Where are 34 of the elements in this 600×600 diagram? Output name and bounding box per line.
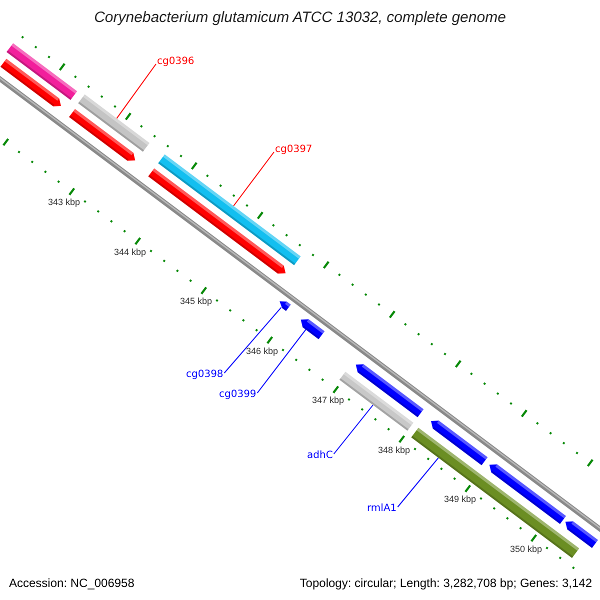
info-text: Topology: circular; Length: 3,282,708 bp; Genes: 3,142 <box>300 576 592 591</box>
gene-bar <box>158 154 301 266</box>
gene-bar <box>6 43 78 100</box>
scale-label: 349 kbp <box>444 494 476 504</box>
gene-feature <box>0 58 61 107</box>
gene-feature <box>69 109 136 161</box>
gene-label: cg0397 <box>275 144 312 156</box>
scale-label: 343 kbp <box>48 197 80 207</box>
title: Corynebacterium glutamicum ATCC 13032, complete genome <box>93 9 507 26</box>
gene-feature <box>279 301 291 311</box>
gene-label: cg0396 <box>157 56 194 68</box>
leader-line <box>116 64 156 119</box>
gene-feature <box>565 521 598 548</box>
gene-feature <box>431 420 488 466</box>
gene-feature <box>300 319 325 340</box>
leader-line <box>256 329 306 394</box>
gene-feature <box>355 364 424 418</box>
leader-line <box>233 152 274 206</box>
scale-label: 345 kbp <box>180 296 212 306</box>
leader-line <box>224 306 282 374</box>
scale-label: 347 kbp <box>312 395 344 405</box>
gene-label: cg0398 <box>186 369 224 381</box>
scale-label: 346 kbp <box>246 346 278 356</box>
gene-bar <box>78 94 150 152</box>
scale-label: 344 kbp <box>114 246 146 256</box>
info-text: Accession: NC_006958 <box>9 576 134 591</box>
gene-feature <box>148 168 286 274</box>
gene-feature <box>489 464 566 524</box>
leader-line <box>397 457 439 508</box>
scale-label: 350 kbp <box>510 544 542 554</box>
leader-line <box>333 404 374 454</box>
gene-label: cg0399 <box>219 389 256 401</box>
gene-bar <box>411 427 580 558</box>
scale-label: 348 kbp <box>378 444 410 454</box>
